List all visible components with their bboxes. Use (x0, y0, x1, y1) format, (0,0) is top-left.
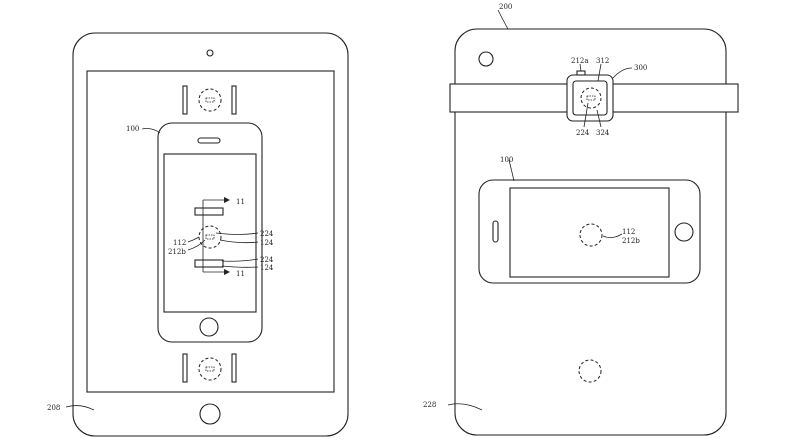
top-coil-bar-right (231, 85, 237, 115)
phone-portrait-home-button (199, 317, 219, 337)
label-208: 208 (47, 404, 60, 412)
label-300: 300 (634, 64, 647, 72)
bottom-coil-dashed-circle (198, 357, 222, 381)
tablet-front (65, 32, 349, 437)
label-112-left: 112 (173, 239, 186, 247)
tablet-front-home-button (199, 403, 221, 425)
leader-224-a (215, 232, 259, 235)
bottom-coil-core (205, 366, 215, 372)
top-coil-dashed-circle (198, 88, 222, 112)
leader-100-left (141, 128, 161, 134)
leader-224-watch (583, 102, 589, 128)
leader-112-212b-right (602, 233, 623, 238)
phone-coil-dashed-circle (198, 225, 222, 249)
phone-landscape-screen (509, 187, 670, 278)
leader-112-left (187, 236, 200, 243)
leader-212b-left (187, 239, 206, 251)
phone-landscape-dashed-coil (579, 223, 603, 247)
tablet-back-camera (478, 51, 494, 67)
lower-coil-strip (194, 259, 224, 268)
leader-228 (447, 403, 483, 411)
top-coil-assembly (182, 85, 237, 115)
tablet-back-body (454, 28, 727, 436)
leader-300 (612, 67, 633, 79)
label-100-left: 100 (126, 125, 139, 133)
bottom-coil-assembly (182, 353, 237, 383)
label-228: 228 (423, 401, 436, 409)
label-11-top: 11 (236, 198, 245, 206)
label-212a: 212a (571, 57, 589, 65)
leader-124-a (219, 239, 259, 244)
leader-100-right (508, 159, 515, 182)
watch-face (572, 80, 608, 116)
leader-124-b (221, 265, 259, 268)
watch-dashed-coil (580, 87, 602, 109)
watch-coil-core (586, 95, 596, 101)
phone-landscape (478, 179, 701, 284)
label-224-b: 224 (260, 256, 274, 264)
top-coil-core (205, 97, 215, 103)
label-212b-right: 212b (622, 237, 640, 245)
label-124-a: 124 (260, 239, 274, 247)
phone-portrait-body (157, 122, 263, 343)
bottom-coil-bar-right (231, 353, 237, 383)
label-124-b: 124 (260, 264, 274, 272)
watch-crown (576, 70, 586, 76)
label-100-right: 100 (500, 156, 513, 164)
phone-coil-core (205, 234, 215, 240)
label-224-watch: 224 (576, 129, 590, 137)
label-212b-left: 212b (168, 248, 186, 256)
tablet-back (447, 9, 739, 436)
phone-landscape-body (478, 179, 701, 284)
upper-coil-strip (194, 207, 224, 216)
bottom-coil-bar-left (182, 353, 188, 383)
label-112-right: 112 (622, 228, 635, 236)
tablet-front-screen (86, 70, 335, 393)
top-coil-bar-left (182, 85, 188, 115)
phone-landscape-home-button (674, 222, 694, 242)
label-324: 324 (596, 129, 610, 137)
label-312: 312 (596, 57, 609, 65)
watch-case (566, 74, 614, 122)
label-200: 200 (499, 3, 512, 11)
leader-224-b (221, 258, 259, 262)
tablet-front-camera (206, 49, 214, 57)
section-arrowhead-top (224, 197, 230, 203)
phone-landscape-speaker (492, 220, 499, 243)
leader-312 (597, 63, 602, 82)
tablet-front-body (72, 32, 349, 437)
leader-208 (65, 405, 95, 411)
leader-200 (497, 9, 509, 30)
section-arrowhead-bottom (224, 269, 230, 275)
label-224-a: 224 (260, 230, 274, 238)
leader-324 (596, 109, 602, 128)
phone-portrait-speaker (197, 137, 221, 144)
tablet-back-dashed-coil (578, 359, 602, 383)
phone-portrait (157, 122, 263, 343)
leader-212a (579, 63, 582, 72)
watch-band (449, 70, 739, 122)
label-11-bottom: 11 (236, 270, 245, 278)
